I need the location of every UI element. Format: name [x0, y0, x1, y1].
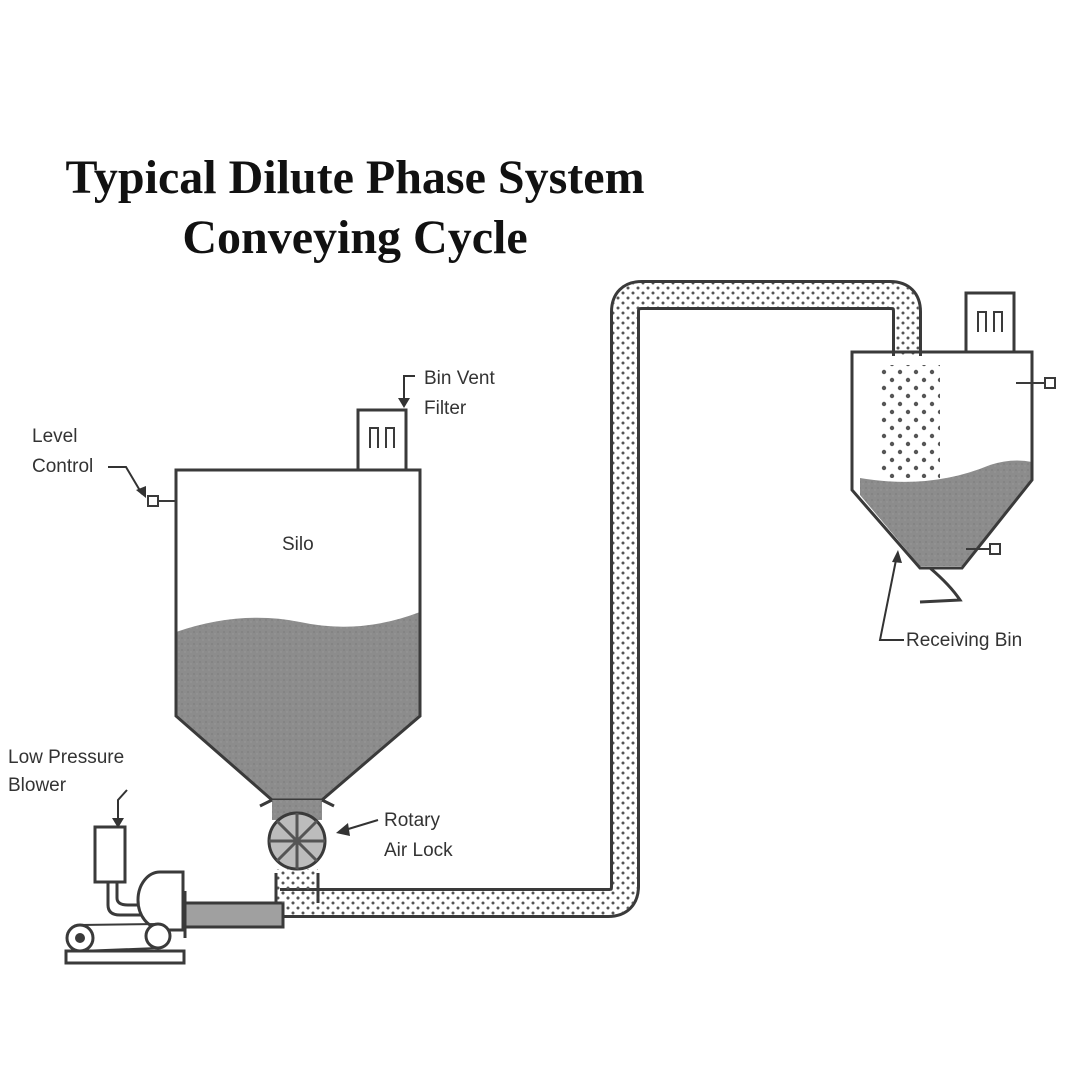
diagram-title-line2: Conveying Cycle	[182, 211, 528, 264]
label-bin-vent: Bin Vent	[424, 368, 495, 389]
blower-feed-pipe	[181, 891, 285, 938]
blower-leader	[117, 789, 128, 826]
receiving-bin-vent-filter	[964, 291, 1016, 354]
bin-vent-leader	[403, 375, 415, 398]
receiving-bin	[850, 291, 1056, 604]
air-lock-leader	[344, 819, 379, 831]
label-silo: Silo	[282, 534, 314, 555]
label-filter: Filter	[424, 398, 467, 419]
level-control-leader	[108, 466, 143, 495]
label-air-lock: Air Lock	[384, 840, 453, 861]
conveying-pipe	[280, 280, 922, 918]
leader-lines	[108, 375, 904, 836]
label-blower: Blower	[8, 775, 67, 796]
silo-bin-vent-filter	[356, 408, 408, 472]
label-control: Control	[32, 456, 94, 477]
silo	[147, 408, 422, 802]
rotary-air-lock	[259, 798, 335, 903]
low-pressure-blower	[64, 825, 186, 965]
label-low-pressure: Low Pressure	[8, 747, 125, 768]
label-rotary: Rotary	[384, 810, 440, 831]
label-receiving-bin: Receiving Bin	[906, 630, 1023, 651]
receiving-bin-level-sensor-low	[966, 543, 1001, 555]
diagram-title-line1: Typical Dilute Phase System	[65, 151, 645, 204]
label-level: Level	[32, 426, 78, 447]
receiving-bin-level-sensor-high	[1016, 377, 1056, 389]
level-control-sensor	[147, 495, 176, 507]
receiving-bin-leader	[878, 559, 904, 641]
